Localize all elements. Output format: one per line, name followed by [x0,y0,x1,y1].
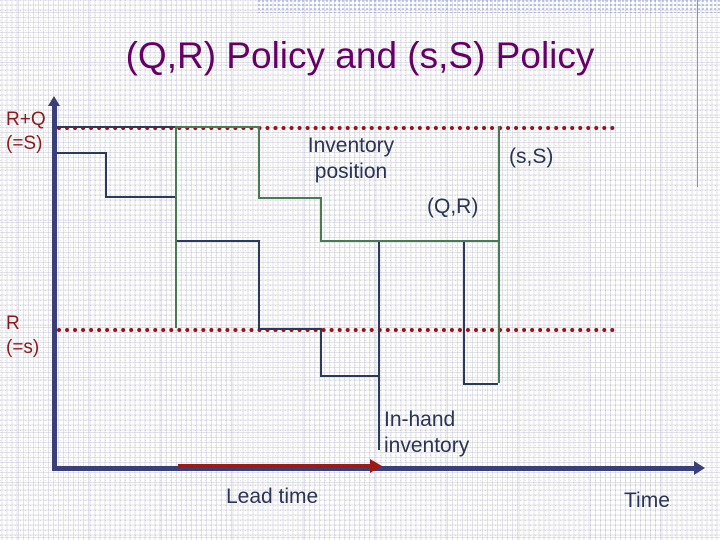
segment-in-hand-inventory-8 [320,375,378,377]
segment-inventory-position-0 [175,126,177,328]
segment-in-hand-inventory-6 [258,328,320,330]
segment-in-hand-inventory-5 [258,240,260,328]
segment-in-hand-inventory-12 [463,383,498,385]
annotation-policy-sS: (s,S) [509,145,554,168]
page-title: (Q,R) Policy and (s,S) Policy [125,35,595,76]
segment-inventory-position-1 [175,126,258,128]
x-axis-arrowhead-icon [694,461,705,475]
segment-inventory-position-7 [498,126,500,383]
segment-in-hand-inventory-9 [378,240,380,450]
segment-inventory-position-4 [320,197,322,240]
segment-in-hand-inventory-1 [105,152,107,196]
lead-time-arrow-shaft [178,464,374,468]
segment-in-hand-inventory-2 [105,196,175,198]
segment-in-hand-inventory-11 [463,240,465,383]
background-top-band [258,0,720,13]
annotation-time-axis: Time [624,489,670,512]
level-line-reorder-point [57,328,615,332]
segment-in-hand-inventory-7 [320,328,322,375]
y-axis-arrowhead-icon [48,96,60,106]
right-margin-rule [697,0,698,187]
annotation-in-hand-inventory: In-hand inventory [384,408,470,458]
y-axis-label-order-up-to: R+Q (=S) [6,109,46,154]
y-axis [52,104,57,470]
segment-inventory-position-3 [258,197,320,199]
lead-time-arrowhead-icon [370,459,382,473]
segment-inventory-position-2 [258,126,260,197]
annotation-policy-QR: (Q,R) [427,195,479,218]
annotation-inventory-position: Inventory position [307,134,395,184]
annotation-lead-time: Lead time [226,485,319,508]
segment-in-hand-inventory-4 [175,240,258,242]
y-axis-label-reorder-point: R (=s) [6,313,40,358]
segment-inventory-position-5 [320,240,378,242]
segment-inventory-position-6 [378,240,498,242]
segment-in-hand-inventory-0 [57,152,105,154]
segment-in-hand-inventory-13 [57,126,175,128]
level-line-order-up-to [57,126,615,130]
